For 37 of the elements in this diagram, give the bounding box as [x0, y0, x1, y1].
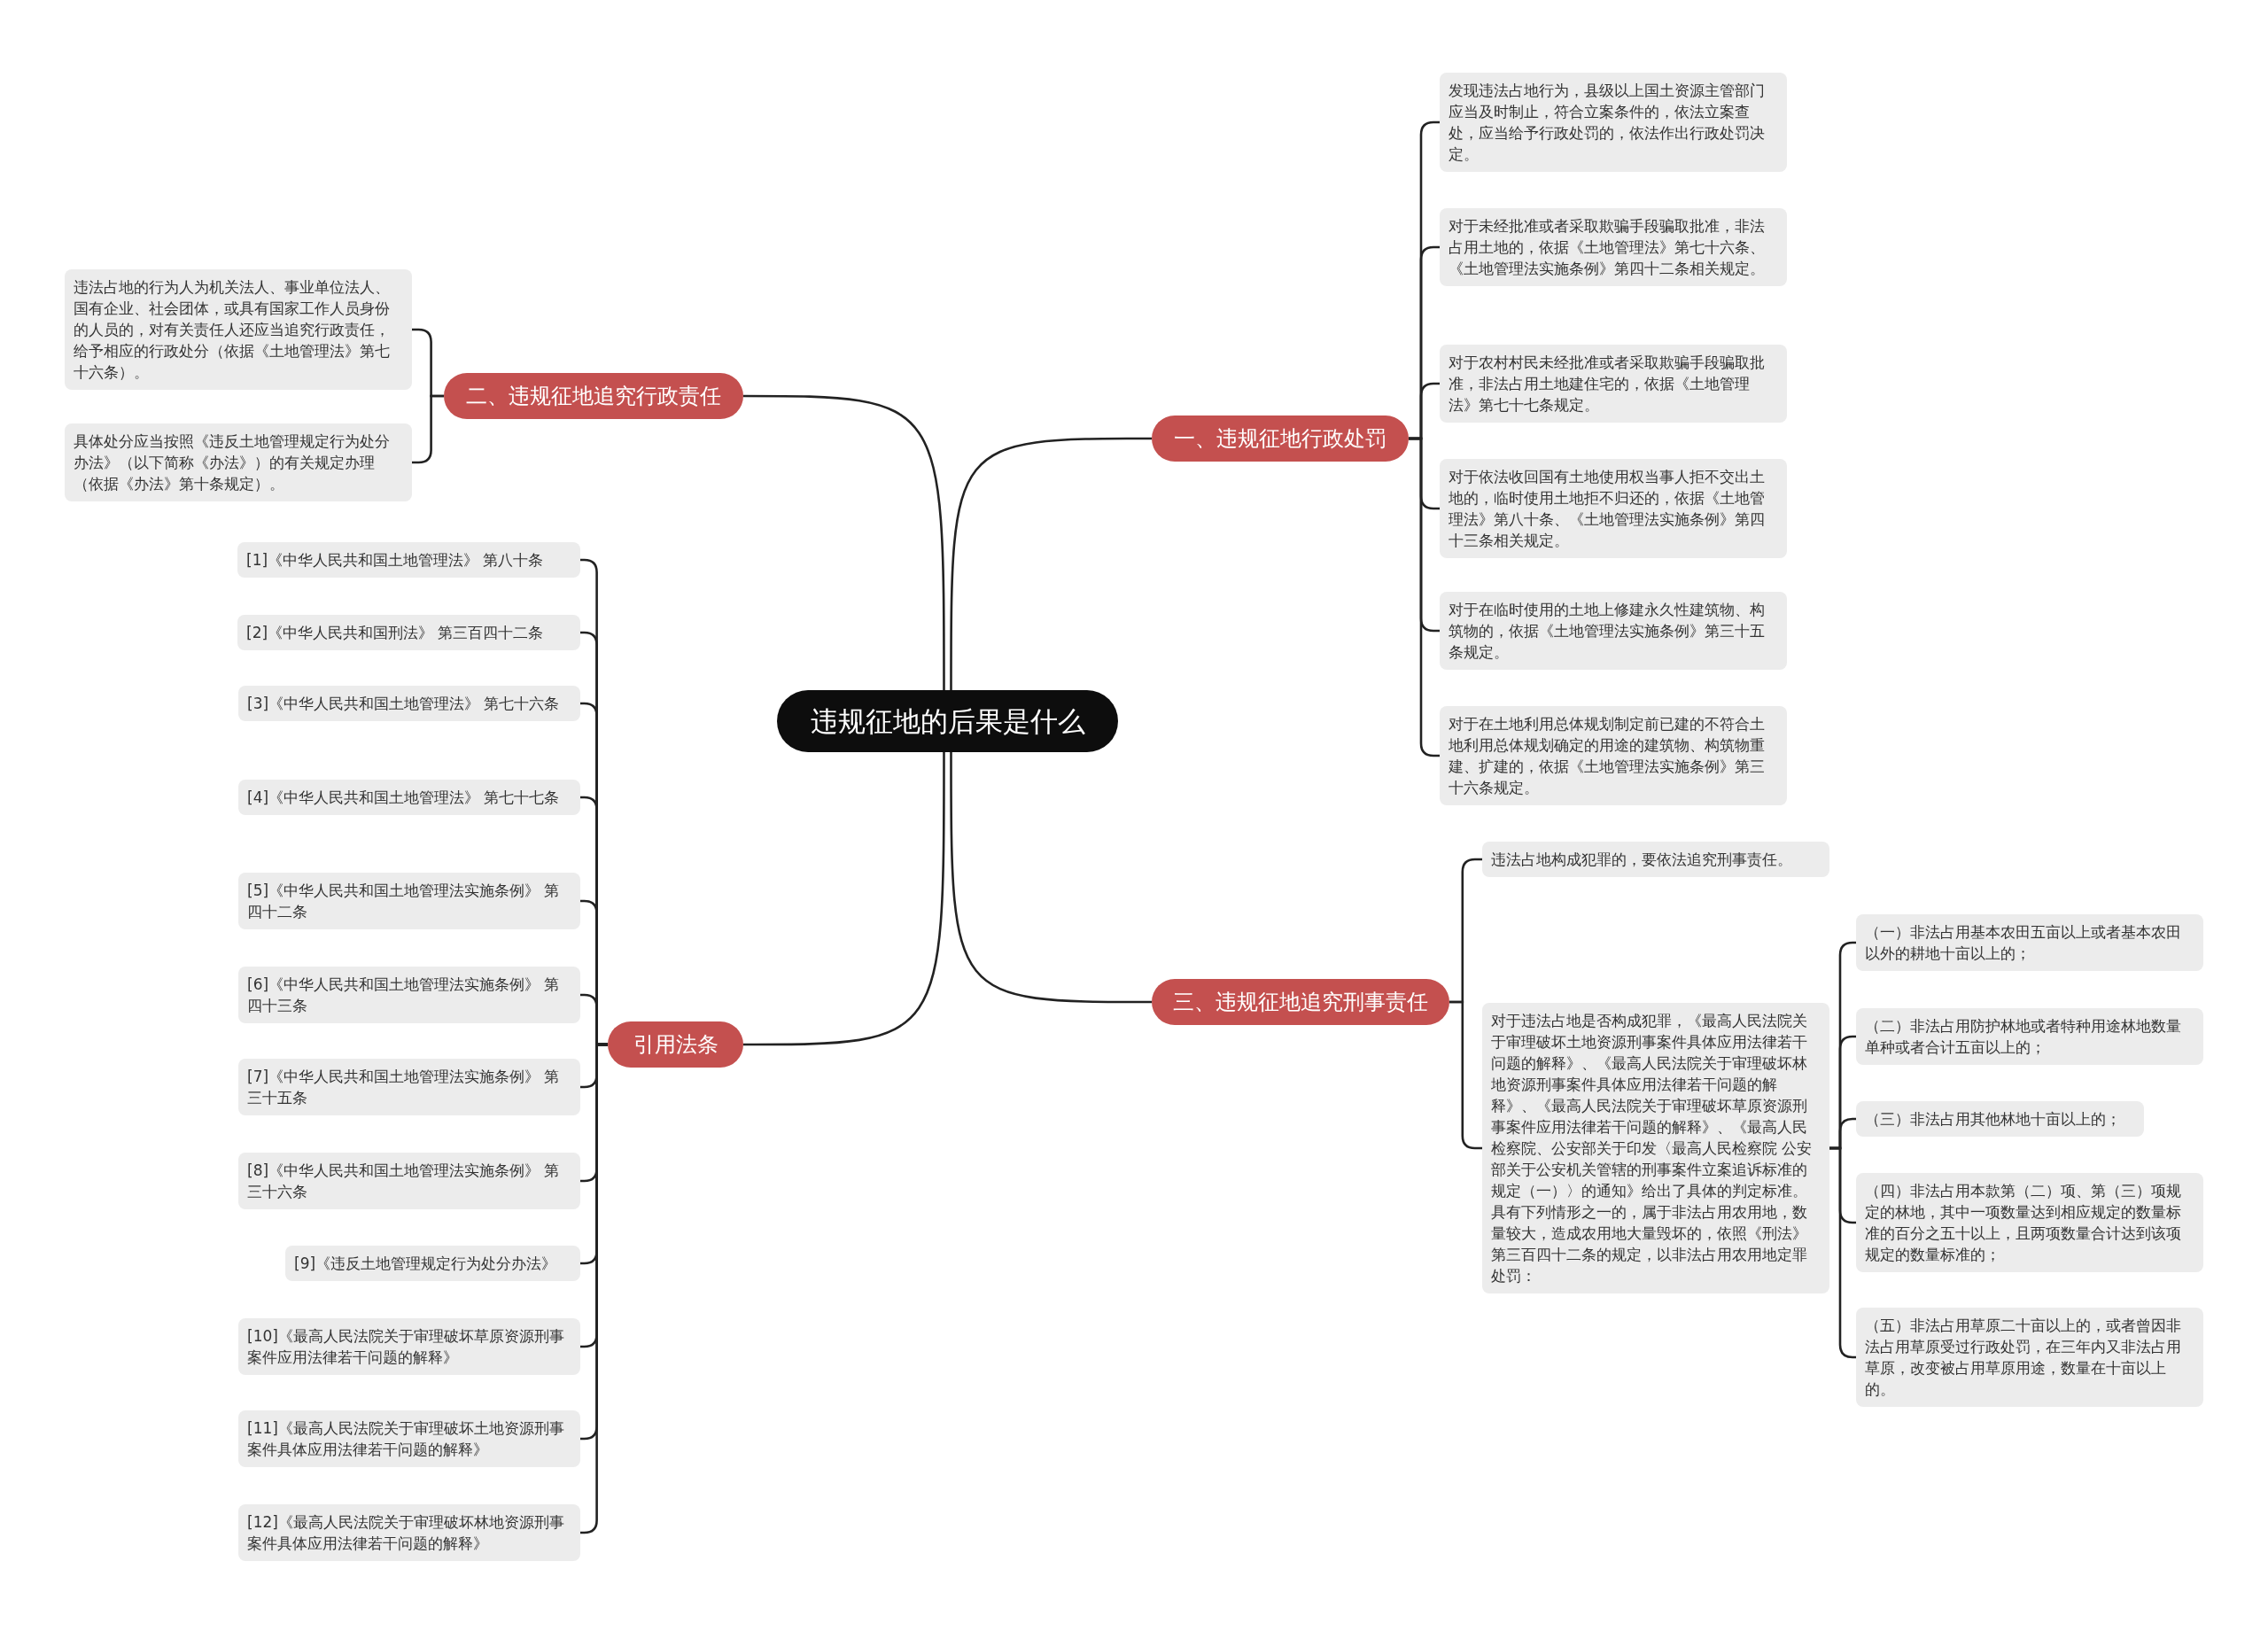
text-card: [4]《中华人民共和国土地管理法》 第七十七条 — [238, 780, 580, 815]
branch-topic: 三、违规征地追究刑事责任 — [1152, 979, 1449, 1025]
text-card: 对于未经批准或者采取欺骗手段骗取批准，非法占用土地的，依据《土地管理法》第七十六条、《土地管理法实施条例》第四十二条相关规定。 — [1440, 208, 1787, 286]
connector-line — [743, 752, 945, 1046]
text-card: [2]《中华人民共和国刑法》 第三百四十二条 — [237, 615, 580, 650]
branch-topic: 二、违规征地追究行政责任 — [444, 373, 743, 419]
branch-topic: 引用法条 — [608, 1021, 743, 1068]
text-card: [5]《中华人民共和国土地管理法实施条例》 第四十二条 — [238, 873, 580, 929]
text-card: （五）非法占用草原二十亩以上的，或者曾因非法占用草原受过行政处罚，在三年内又非法占用草原，改变被占用草原用途，数量在十亩以上的。 — [1856, 1308, 2203, 1407]
text-card: 具体处分应当按照《违反土地管理规定行为处分办法》（以下简称《办法》）的有关规定办理（依据《办法》第十条规定）。 — [65, 423, 412, 501]
text-card: 对于依法收回国有土地使用权当事人拒不交出土地的，临时使用土地拒不归还的，依据《土地管理法》第八十条、《土地管理法实施条例》第四十三条相关规定。 — [1440, 459, 1787, 558]
text-card: （三）非法占用其他林地十亩以上的； — [1856, 1101, 2144, 1137]
text-card: [1]《中华人民共和国土地管理法》 第八十条 — [237, 542, 580, 578]
text-card: [11]《最高人民法院关于审理破坏土地资源刑事案件具体应用法律若干问题的解释》 — [238, 1410, 580, 1467]
text-card: 对于违法占地是否构成犯罪，《最高人民法院关于审理破坏土地资源刑事案件具体应用法律若干问题的解释》、《最高人民法院关于审理破坏林地资源刑事案件具体应用法律若干问题的解释》、《最高人民法院关于审理破坏草原资源刑事案件应用法律若干问题的解释》、《最高人民检察院、公安部关于印发〈最高人民检察院 公安部关于公安机关管辖的刑事案件立案追诉标准的规定（一）〉的通知》给出了具体的判定标准。具有下列情形之一的，属于非法占用农用地，数量较大，造成农用地大量毁坏的，依照《刑法》第三百四十二条的规定，以非法占用农用地定罪处罚： — [1482, 1003, 1829, 1293]
text-card: [9]《违反土地管理规定行为处分办法》 — [285, 1246, 580, 1281]
text-card: （二）非法占用防护林地或者特种用途林地数量单种或者合计五亩以上的； — [1856, 1008, 2203, 1065]
text-card: （一）非法占用基本农田五亩以上或者基本农田以外的耕地十亩以上的； — [1856, 914, 2203, 971]
text-card: [8]《中华人民共和国土地管理法实施条例》 第三十六条 — [238, 1153, 580, 1209]
text-card: [7]《中华人民共和国土地管理法实施条例》 第三十五条 — [238, 1059, 580, 1115]
text-card: 发现违法占地行为，县级以上国土资源主管部门应当及时制止，符合立案条件的，依法立案查处，应当给予行政处罚的，依法作出行政处罚决定。 — [1440, 73, 1787, 172]
text-card: 对于农村村民未经批准或者采取欺骗手段骗取批准，非法占用土地建住宅的，依据《土地管理法》第七十七条规定。 — [1440, 345, 1787, 423]
text-card: 违法占地的行为人为机关法人、事业单位法人、国有企业、社会团体，或具有国家工作人员身份的人员的，对有关责任人还应当追究行政责任，给予相应的行政处分（依据《土地管理法》第七十六条）。 — [65, 269, 412, 390]
text-card: [12]《最高人民法院关于审理破坏林地资源刑事案件具体应用法律若干问题的解释》 — [238, 1504, 580, 1561]
connector-line — [1449, 1000, 1482, 1150]
text-card: 违法占地构成犯罪的，要依法追究刑事责任。 — [1482, 842, 1829, 877]
branch-topic: 一、违规征地行政处罚 — [1152, 416, 1409, 462]
text-card: 对于在土地利用总体规划制定前已建的不符合土地利用总体规划确定的用途的建筑物、构筑物重建、扩建的，依据《土地管理法实施条例》第三十六条规定。 — [1440, 706, 1787, 805]
root-topic: 违规征地的后果是什么 — [777, 690, 1118, 752]
text-card: 对于在临时使用的土地上修建永久性建筑物、构筑物的，依据《土地管理法实施条例》第三十五条规定。 — [1440, 592, 1787, 670]
text-card: [3]《中华人民共和国土地管理法》 第七十六条 — [238, 686, 580, 721]
text-card: （四）非法占用本款第（二）项、第（三）项规定的林地，其中一项数量达到相应规定的数量标准的百分之五十以上，且两项数量合计达到该项规定的数量标准的； — [1856, 1173, 2203, 1272]
connector-line — [950, 752, 1152, 1004]
text-card: [6]《中华人民共和国土地管理法实施条例》 第四十三条 — [238, 967, 580, 1023]
text-card: [10]《最高人民法院关于审理破坏草原资源刑事案件应用法律若干问题的解释》 — [238, 1318, 580, 1375]
connector-line — [743, 394, 945, 690]
connector-line — [950, 437, 1152, 690]
